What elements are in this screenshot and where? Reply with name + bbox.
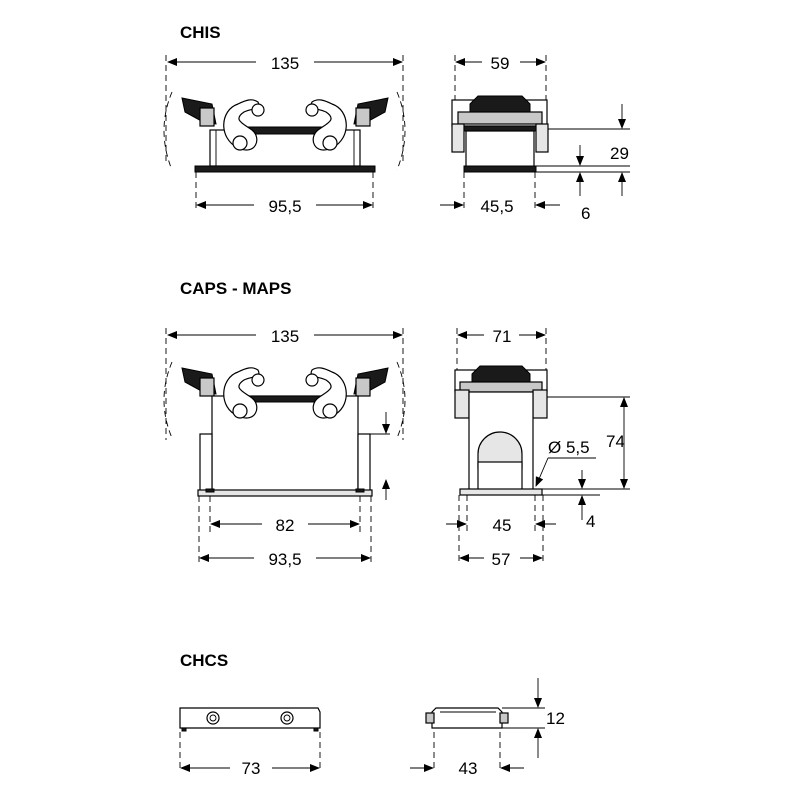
chis-front-view bbox=[163, 55, 406, 212]
chcs-side-width-label: 43 bbox=[459, 759, 478, 778]
chcs-width-label: 73 bbox=[242, 759, 261, 778]
chcs-front-view bbox=[179, 707, 321, 772]
caps-height-label: 74 bbox=[606, 432, 625, 451]
chcs-title: CHCS bbox=[180, 651, 228, 670]
caps-side-base-width-label: 57 bbox=[492, 550, 511, 569]
chis-base-height-label: 6 bbox=[581, 204, 590, 223]
caps-side-top-width-label: 71 bbox=[493, 327, 512, 346]
caps-hole-spacing-label: 82 bbox=[276, 516, 295, 535]
caps-hole-diameter-label: Ø 5,5 bbox=[548, 438, 590, 457]
chis-side-top-width-label: 59 bbox=[491, 54, 510, 73]
chcs-side-view bbox=[410, 678, 545, 772]
chis-height-label: 29 bbox=[610, 144, 629, 163]
caps-maps-title: CAPS - MAPS bbox=[180, 279, 291, 298]
caps-overall-width-label: 135 bbox=[271, 327, 299, 346]
chis-side-base-width-label: 45,5 bbox=[480, 197, 513, 216]
chis-base-width-label: 95,5 bbox=[268, 197, 301, 216]
caps-base-width-label: 93,5 bbox=[268, 550, 301, 569]
caps-side-view bbox=[446, 328, 630, 565]
caps-front-view bbox=[163, 328, 406, 565]
chis-side-view bbox=[440, 55, 630, 212]
chis-title: CHIS bbox=[180, 23, 221, 42]
caps-base-height-label: 4 bbox=[586, 512, 595, 531]
chcs-height-label: 12 bbox=[546, 709, 565, 728]
chis-overall-width-label: 135 bbox=[271, 54, 299, 73]
caps-side-hole-spacing-label: 45 bbox=[493, 516, 512, 535]
